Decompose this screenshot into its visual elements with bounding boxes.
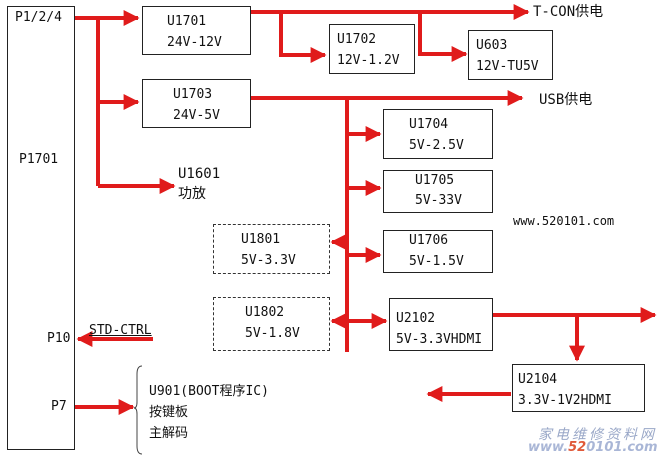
watermark-url: www.520101.com <box>528 440 658 455</box>
u603-desc: 12V-TU5V <box>476 59 539 74</box>
u1702-id: U1702 <box>337 32 377 47</box>
brace-icon <box>133 365 143 455</box>
u1706-desc: 5V-1.5V <box>409 254 464 269</box>
u1706-id: U1706 <box>409 233 449 248</box>
u1802-id: U1802 <box>245 305 285 320</box>
wire-12v-u603 <box>418 12 468 62</box>
u1701-id: U1701 <box>167 14 207 29</box>
u1801-desc: 5V-3.3V <box>241 253 296 268</box>
usb-power-label: USB供电 <box>539 92 593 108</box>
p7-target-decoder: 主解码 <box>149 426 189 441</box>
block-u1703 <box>142 79 251 128</box>
u1704-desc: 5V-2.5V <box>409 138 464 153</box>
website-label: www.520101.com <box>513 214 615 228</box>
u1705-desc: 5V-33V <box>415 193 462 208</box>
block-u1706 <box>383 230 493 273</box>
connector-title: P1701 <box>19 152 59 167</box>
u1802-desc: 5V-1.8V <box>245 326 300 341</box>
block-u603 <box>468 30 553 80</box>
p7-target-keyboard: 按键板 <box>149 405 189 420</box>
u1601-id: U1601 <box>178 166 221 182</box>
pin-p124-label: P1/2/4 <box>15 10 62 25</box>
watermark-title: 家电维修资料网 <box>538 427 657 443</box>
block-u1701 <box>142 6 251 55</box>
wire-12v-u1702 <box>279 12 327 63</box>
u1705-id: U1705 <box>415 173 455 188</box>
u2104-desc: 3.3V-1V2HDMI <box>518 393 612 408</box>
block-u1704 <box>383 109 493 159</box>
block-u2104 <box>512 364 645 412</box>
pin-p10-label: P10 <box>47 331 71 346</box>
u1703-desc: 24V-5V <box>173 108 220 123</box>
u1703-id: U1703 <box>173 87 213 102</box>
u2102-id: U2102 <box>396 311 436 326</box>
block-u1702 <box>329 24 415 74</box>
watermark-url-highlight: 52 <box>568 440 587 455</box>
watermark-url-suffix: 0101.com <box>586 440 658 455</box>
block-u1802 <box>213 297 330 351</box>
pin-p7-label: P7 <box>51 399 67 414</box>
u1801-id: U1801 <box>241 232 281 247</box>
u2102-desc: 5V-3.3VHDMI <box>396 332 483 347</box>
block-u1801 <box>213 224 330 274</box>
block-u2102 <box>389 298 493 351</box>
watermark-url-prefix: www. <box>528 440 569 455</box>
u1704-id: U1704 <box>409 117 449 132</box>
p7-target-u901: U901(BOOT程序IC) <box>149 384 269 399</box>
block-u1705 <box>383 170 493 213</box>
u2104-id: U2104 <box>518 372 558 387</box>
u1702-desc: 12V-1.2V <box>337 53 400 68</box>
tcon-power-label: T-CON供电 <box>533 4 604 20</box>
u603-id: U603 <box>476 38 508 53</box>
std-ctrl-label: STD-CTRL <box>89 323 152 338</box>
u1601-desc: 功放 <box>178 186 206 202</box>
u1701-desc: 24V-12V <box>167 35 222 50</box>
connector-p1701 <box>7 6 75 450</box>
